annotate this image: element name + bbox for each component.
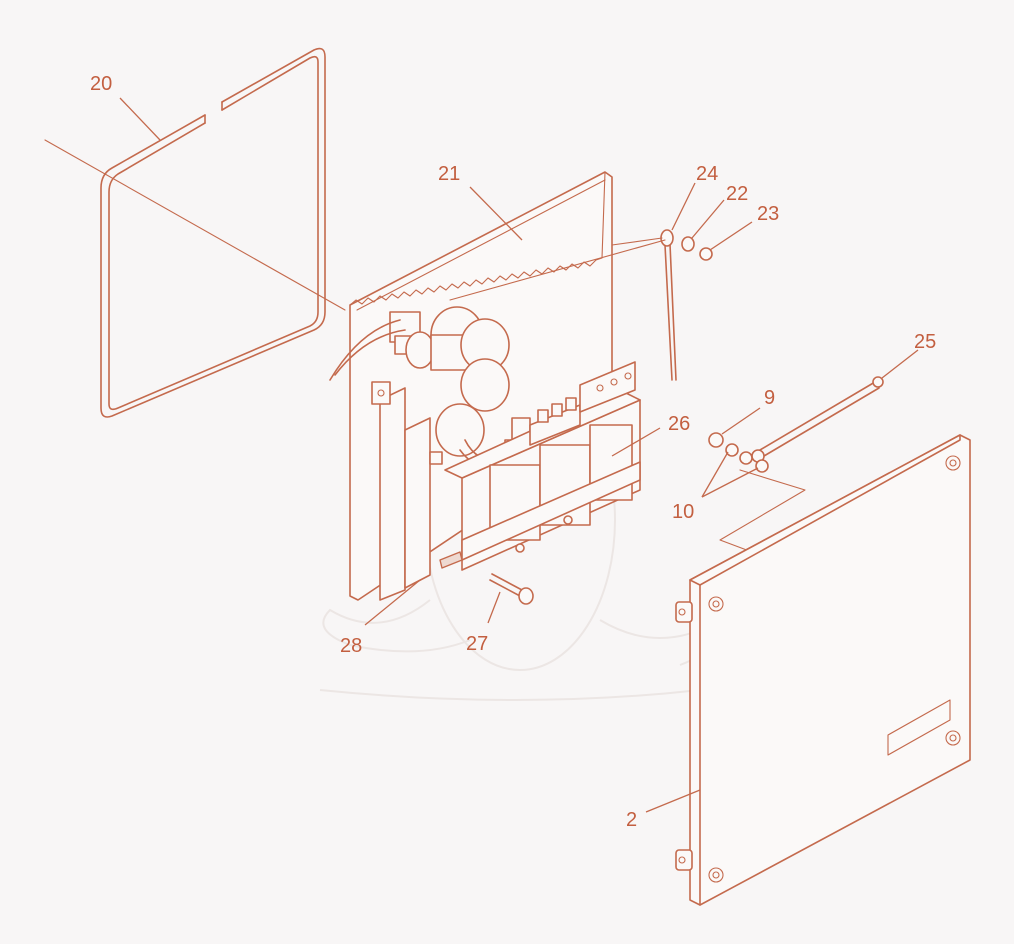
part-21-heatsink-assembly (329, 171, 613, 601)
part-20-seal-loop (44, 47, 346, 418)
part-27-screw (489, 573, 534, 605)
callout-10: 10 (672, 501, 694, 523)
part-22-washer (681, 236, 695, 252)
part-10-washers (725, 443, 769, 473)
callout-24: 24 (696, 163, 718, 185)
part-23-nut (699, 247, 713, 261)
callout-26: 26 (668, 413, 690, 435)
callout-25: 25 (914, 331, 936, 353)
callout-9: 9 (764, 387, 775, 409)
part-28-bracket (439, 551, 463, 569)
part-9-nut (708, 432, 724, 448)
part-24-ground-terminal (660, 229, 677, 381)
callout-28: 28 (340, 635, 362, 657)
callout-2: 2 (626, 809, 637, 831)
leader-lines (119, 97, 919, 813)
callout-20: 20 (90, 73, 112, 95)
callout-22: 22 (726, 183, 748, 205)
part-25-ground-wire (751, 376, 884, 463)
part-2-cover-panel (675, 434, 971, 906)
callout-27: 27 (466, 633, 488, 655)
part-26-transformer (444, 361, 641, 571)
callout-23: 23 (757, 203, 779, 225)
callout-21: 21 (438, 163, 460, 185)
